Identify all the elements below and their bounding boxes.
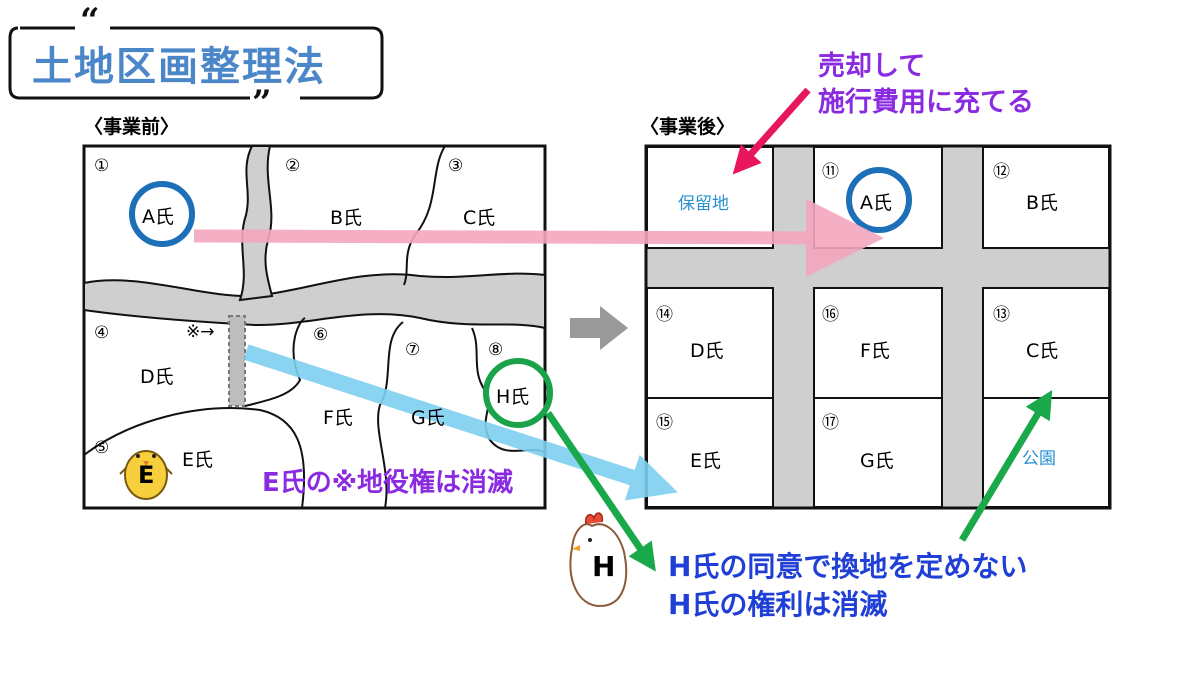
lot-number: ⑤ bbox=[94, 438, 110, 458]
easement-extinguish-arrow bbox=[243, 344, 678, 501]
title-frame: “ ” bbox=[8, 1, 384, 123]
lot-number: ⑭ bbox=[656, 305, 673, 325]
lot-owner: H氏 bbox=[496, 386, 530, 408]
lot-owner: E氏 bbox=[690, 450, 722, 472]
lot-owner: D氏 bbox=[690, 340, 724, 362]
lot-owner: E氏 bbox=[182, 449, 214, 471]
before-map bbox=[82, 144, 547, 510]
owner-a-before-circle bbox=[129, 181, 195, 247]
lot-number: ⑮ bbox=[656, 413, 673, 433]
lot-number: ⑫ bbox=[993, 162, 1010, 182]
lot-number: ⑥ bbox=[313, 325, 329, 345]
lot-number: ⑧ bbox=[488, 340, 504, 360]
after-section-label: 〈事業後〉 bbox=[640, 116, 736, 138]
lot-owner: B氏 bbox=[1026, 192, 1059, 214]
easement-note: E氏の※地役権は消滅 bbox=[262, 468, 514, 498]
lot-owner: G氏 bbox=[411, 407, 445, 429]
lot-owner: G氏 bbox=[860, 450, 894, 472]
park-arrow bbox=[959, 390, 1053, 542]
reserve-land-arrow bbox=[732, 87, 811, 175]
lot-owner: F氏 bbox=[323, 407, 353, 429]
hen-h-icon bbox=[569, 512, 628, 608]
svg-text:”: ” bbox=[252, 83, 272, 123]
transition-arrow-icon bbox=[570, 306, 628, 350]
reserve-note-line1: 売却して bbox=[818, 51, 926, 82]
park-label: 公園 bbox=[1022, 449, 1056, 469]
h-note-line1: H氏の同意で換地を定めない bbox=[668, 550, 1028, 583]
lot-owner: B氏 bbox=[330, 207, 363, 229]
chick-e-icon bbox=[119, 450, 173, 500]
lot-number: ② bbox=[285, 156, 301, 176]
reserve-land-label: 保留地 bbox=[678, 194, 729, 214]
lot-owner: A氏 bbox=[142, 206, 174, 228]
easement-mark: ※→ bbox=[186, 322, 215, 342]
a-relocation-arrow bbox=[193, 198, 884, 277]
h-rights-arrow bbox=[545, 411, 656, 572]
svg-text:“: “ bbox=[80, 1, 100, 41]
lot-number: ⑬ bbox=[993, 305, 1010, 325]
lot-owner: D氏 bbox=[140, 366, 174, 388]
lot-owner: F氏 bbox=[860, 340, 890, 362]
h-note-line2: H氏の権利は消滅 bbox=[668, 588, 888, 621]
page-title: 土地区画整理法 bbox=[32, 44, 326, 90]
lot-number: ⑦ bbox=[405, 340, 421, 360]
lot-number: ⑰ bbox=[822, 413, 839, 433]
reserve-note-line2: 施行費用に充てる bbox=[818, 87, 1034, 118]
hen-letter: H bbox=[592, 550, 616, 583]
before-road-vertical bbox=[238, 145, 274, 302]
before-section-label: 〈事業前〉 bbox=[84, 116, 180, 138]
lot-owner: C氏 bbox=[1026, 340, 1059, 362]
lot-number: ⑪ bbox=[822, 162, 839, 182]
lot-number: ⑯ bbox=[822, 305, 839, 325]
lot-number: ④ bbox=[94, 323, 110, 343]
chick-letter: E bbox=[138, 461, 155, 489]
owner-h-circle bbox=[483, 358, 553, 428]
lot-owner: C氏 bbox=[463, 207, 496, 229]
lot-number: ③ bbox=[448, 156, 464, 176]
easement-strip bbox=[228, 315, 246, 407]
lot-number: ① bbox=[94, 156, 110, 176]
lot-owner: A氏 bbox=[860, 192, 892, 214]
